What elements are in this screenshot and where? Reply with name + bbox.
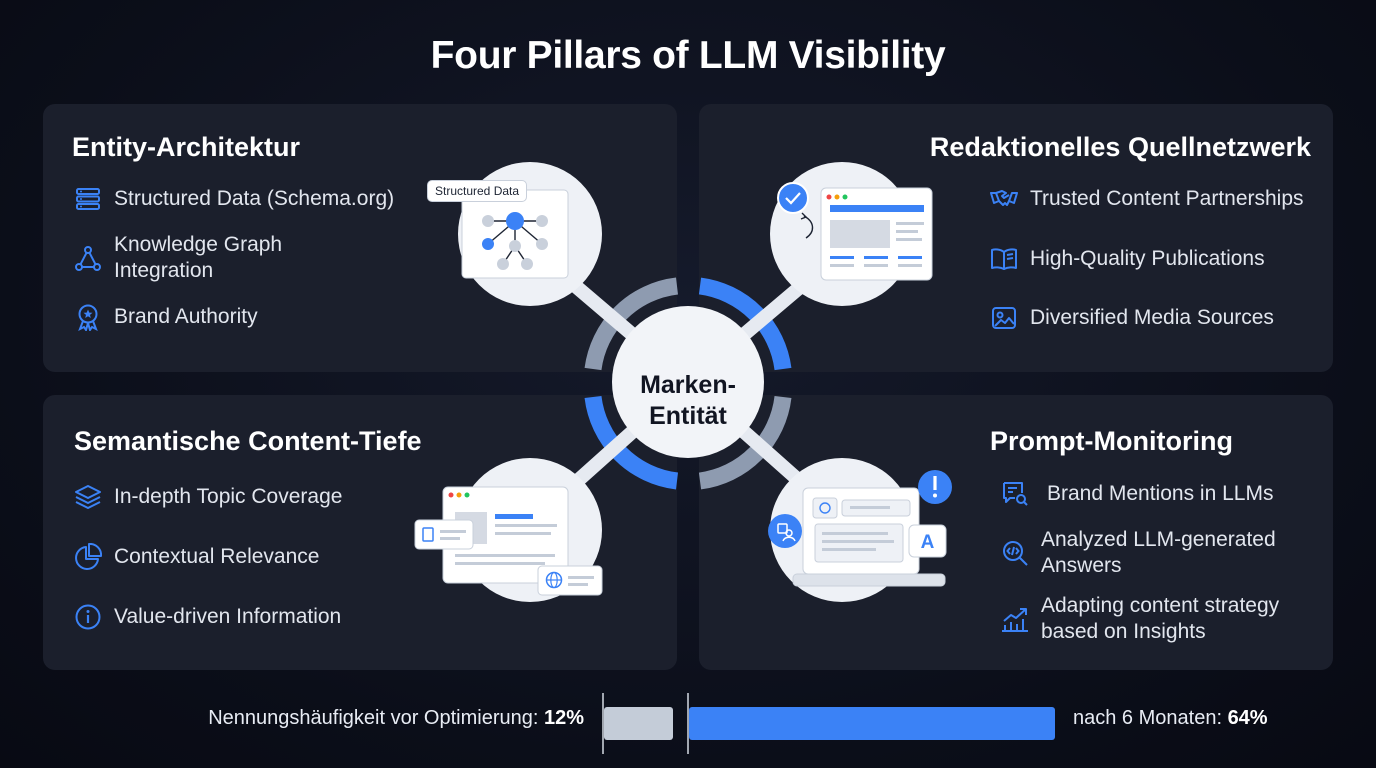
pillar-title: Entity-Architektur bbox=[72, 132, 301, 162]
item-label: Contextual Relevance bbox=[114, 545, 320, 568]
before-optimization-label: Nennungshäufigkeit vor Optimierung: 12% bbox=[208, 707, 584, 729]
structured-data-tag: Structured Data bbox=[427, 180, 528, 202]
center-label-line2: Entität bbox=[649, 402, 727, 430]
list-item: Trusted Content Partnerships bbox=[990, 185, 1304, 213]
after-six-months-label: nach 6 Monaten: 64% bbox=[1073, 707, 1268, 729]
item-label: Brand Mentions in LLMs bbox=[1047, 482, 1274, 505]
award-badge-icon bbox=[74, 303, 102, 331]
center-node bbox=[612, 306, 764, 458]
center-label-line1: Marken- bbox=[640, 371, 736, 399]
item-label: In-depth Topic Coverage bbox=[114, 485, 343, 508]
image-icon bbox=[990, 304, 1018, 332]
page-title: Four Pillars of LLM Visibility bbox=[430, 34, 946, 77]
graph-nodes-icon bbox=[74, 245, 102, 273]
pillar-title: Prompt-Monitoring bbox=[990, 426, 1233, 456]
center-ring bbox=[584, 277, 792, 490]
list-item: Diversified Media Sources bbox=[990, 304, 1274, 332]
pie-chart-icon bbox=[74, 543, 102, 571]
item-label: High-Quality Publications bbox=[1030, 247, 1265, 270]
chat-search-icon bbox=[1001, 480, 1029, 508]
code-search-icon bbox=[1001, 539, 1029, 567]
list-item: High-Quality Publications bbox=[990, 245, 1265, 273]
list-item: Structured Data (Schema.org) bbox=[74, 185, 394, 213]
before-bar bbox=[604, 707, 673, 740]
item-label: Brand Authority bbox=[114, 305, 258, 328]
item-label: Diversified Media Sources bbox=[1030, 306, 1274, 329]
before-value: 12% bbox=[543, 707, 584, 729]
publication-illustration bbox=[770, 162, 933, 306]
svg-text:A: A bbox=[921, 532, 935, 553]
server-stack-icon bbox=[74, 185, 102, 213]
list-item: In-depth Topic Coverage bbox=[74, 483, 342, 511]
comparison-chart bbox=[602, 693, 1055, 754]
pillar-title: Semantische Content-Tiefe bbox=[74, 426, 422, 456]
list-item: Value-driven Information bbox=[74, 603, 341, 631]
list-item: Brand Mentions in LLMs bbox=[1001, 480, 1273, 508]
item-label: Trusted Content Partnerships bbox=[1030, 187, 1304, 210]
layers-icon bbox=[74, 483, 102, 511]
info-icon bbox=[74, 603, 102, 631]
open-book-icon bbox=[990, 245, 1018, 273]
list-item: Contextual Relevance bbox=[74, 543, 319, 571]
item-label: Value-driven Information bbox=[114, 605, 342, 628]
handshake-icon bbox=[990, 185, 1018, 213]
content-depth-illustration bbox=[414, 458, 603, 602]
after-bar bbox=[689, 707, 1055, 740]
item-label: Structured Data (Schema.org) bbox=[114, 187, 395, 210]
trend-up-icon bbox=[1001, 605, 1029, 633]
pillar-title: Redaktionelles Quellnetzwerk bbox=[929, 132, 1311, 162]
center-label: Marken- Entität bbox=[612, 325, 764, 477]
prompt-monitoring-illustration: A bbox=[768, 458, 952, 602]
after-value: 64% bbox=[1227, 707, 1268, 729]
list-item: Brand Authority bbox=[74, 303, 258, 331]
